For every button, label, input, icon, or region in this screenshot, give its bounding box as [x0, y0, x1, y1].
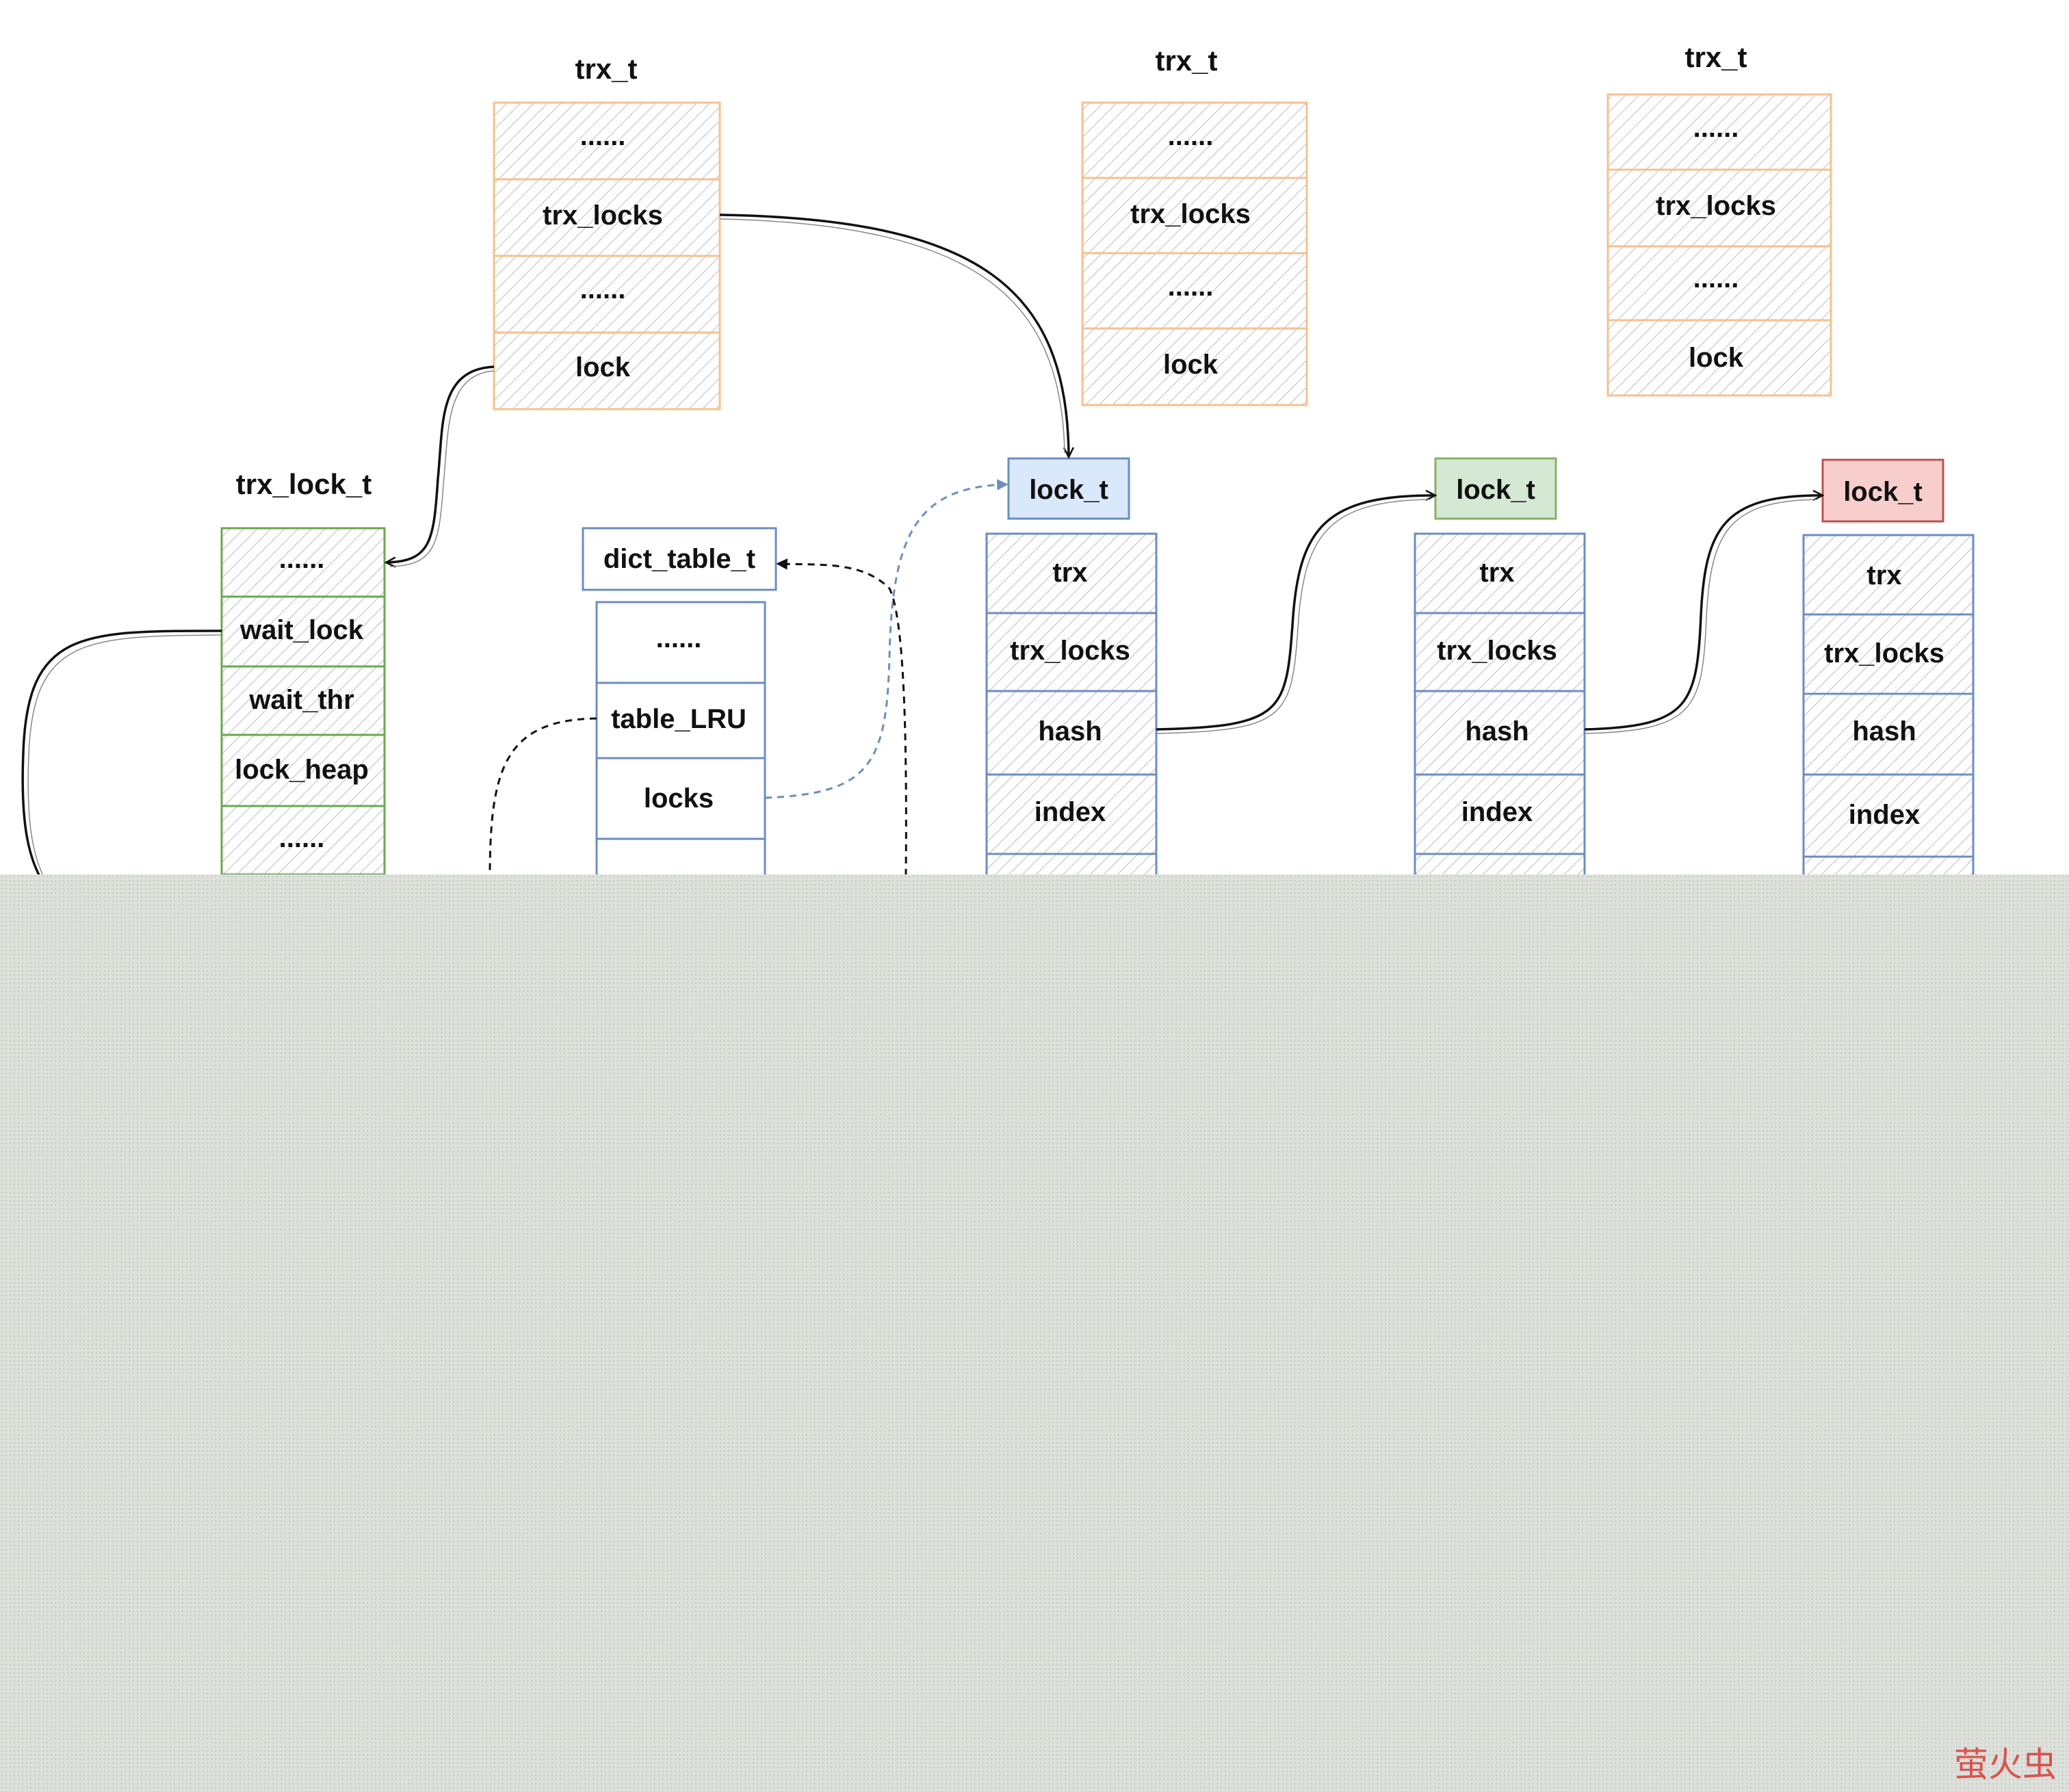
lock-cell-label: index	[1849, 800, 1920, 830]
lock-cell	[1802, 773, 1975, 858]
dict-table-cell	[595, 681, 766, 759]
lock-t-block-2: lock_t trx trx_locks hash index	[1414, 457, 1586, 924]
trx-cell	[1606, 319, 1832, 397]
lock-cell	[1802, 613, 1975, 695]
trx-lock-t-title: trx_lock_t	[236, 468, 372, 500]
lock-t-header	[1821, 458, 1944, 523]
dict-table-cell	[595, 757, 766, 840]
trx-lock-cell	[220, 733, 386, 807]
trx-lock-cell-label: wait_lock	[239, 615, 364, 645]
trx-cell-label: ......	[580, 274, 626, 304]
dict-table-header	[582, 527, 777, 591]
lock-cell	[1414, 612, 1586, 692]
trx-lock-t-block: trx_lock_t ...... wait_lock wait_thr loc…	[220, 468, 386, 876]
lock-cell	[985, 612, 1158, 692]
trx-lock-cell-label: lock_heap	[235, 755, 369, 785]
trx-cell-label: trx_locks	[1130, 199, 1251, 229]
trx-cell-label: lock	[575, 352, 631, 382]
lock-t-block-1: lock_t trx trx_locks hash index	[985, 457, 1158, 924]
lock-cell-label: hash	[1465, 716, 1528, 746]
trx-cell-label: ......	[1168, 272, 1214, 302]
dict-table-cell-label: locks	[644, 783, 714, 814]
trx-lock-cell-label: wait_thr	[248, 685, 354, 715]
connector-lock-to-trx-lock-t-shadow	[389, 370, 495, 567]
lock-cell-label: trx	[1866, 560, 1901, 590]
trx-cell	[1606, 168, 1832, 248]
trx-t-title: trx_t	[575, 53, 637, 85]
watermark-text: 萤火虫	[1954, 1745, 2057, 1784]
dict-table-cell	[595, 601, 766, 684]
trx-lock-cell-label: ......	[279, 823, 325, 853]
trx-cell	[493, 331, 721, 411]
lock-cell	[1802, 534, 1975, 616]
trx-t-title: trx_t	[1155, 44, 1217, 77]
lock-cell-label: trx_locks	[1010, 636, 1130, 666]
trx-cell-label: trx_locks	[543, 200, 663, 231]
trx-cell-label: ......	[1693, 263, 1739, 294]
trx-cell	[493, 255, 721, 334]
trx-cell	[1081, 177, 1308, 255]
lock-t-title: lock_t	[1029, 475, 1108, 505]
lock-cell-label: trx	[1479, 558, 1514, 588]
connector-to-dict-table	[776, 558, 907, 876]
trx-cell-label: ......	[1693, 113, 1739, 143]
connector-hash-1-to-lock-t-2-shadow	[1156, 499, 1431, 734]
connector-lock-to-trx-lock-t	[387, 365, 495, 562]
trx-t-title: trx_t	[1684, 41, 1747, 73]
trx-lock-cell-label: ......	[279, 544, 325, 574]
trx-cell-label: trx_locks	[1656, 191, 1776, 221]
trx-cell-label: ......	[1168, 121, 1214, 151]
lock-t-title: lock_t	[1456, 475, 1535, 505]
trx-t-block-3: trx_t ...... trx_locks ...... lock	[1606, 41, 1832, 397]
lock-cell	[985, 690, 1158, 776]
connector-table-lru	[489, 717, 597, 876]
lock-t-title: lock_t	[1843, 477, 1923, 507]
lock-cell	[1414, 773, 1586, 855]
trx-cell	[1081, 327, 1308, 406]
connector-hash-2-to-lock-t-3-shadow	[1584, 499, 1818, 734]
lock-cell-label: trx	[1052, 558, 1087, 588]
connector-hash-1-to-lock-t-2	[1156, 495, 1434, 731]
lock-cell-label: trx_locks	[1437, 636, 1557, 666]
lock-t-block-3: lock_t trx trx_locks hash index	[1802, 458, 1975, 926]
trx-lock-cell	[220, 595, 386, 668]
trx-cell	[1606, 245, 1832, 322]
dict-table-t-block: dict_table_t ...... table_LRU locks	[582, 527, 777, 916]
lock-cell-label: hash	[1852, 716, 1916, 746]
lock-cell-label: index	[1034, 797, 1106, 827]
trx-cell-label: lock	[1163, 350, 1219, 380]
lock-cell-label: hash	[1038, 716, 1102, 746]
connector-wait-lock-shadow	[27, 634, 222, 889]
lock-cell-label: index	[1461, 797, 1533, 827]
dict-table-title: dict_table_t	[603, 544, 755, 574]
connector-trx-locks-to-lock-t-shadow	[719, 218, 1065, 454]
trx-cell-label: lock	[1689, 343, 1744, 373]
connector-hash-2-to-lock-t-3	[1584, 495, 1821, 731]
trx-cell	[493, 178, 721, 257]
overlay-panel	[0, 874, 2069, 1792]
dict-table-cell-label: table_LRU	[611, 704, 746, 734]
trx-lock-cell	[220, 805, 386, 876]
connector-locks-to-lock-t	[764, 479, 1009, 799]
trx-t-block-2: trx_t ...... trx_locks ...... lock	[1081, 44, 1308, 406]
lock-t-header	[1007, 457, 1130, 520]
lock-cell	[985, 773, 1158, 855]
dict-table-cell-label: ......	[656, 623, 702, 653]
trx-cell-label: ......	[580, 121, 626, 151]
trx-cell	[493, 101, 721, 181]
trx-t-block-1: trx_t ...... trx_locks ...... lock	[493, 53, 721, 411]
connector-trx-locks-to-lock-t	[719, 213, 1069, 456]
connector-wait-lock	[21, 629, 222, 891]
lock-cell-label: trx_locks	[1824, 638, 1944, 668]
lock-t-header	[1434, 457, 1557, 520]
lock-cell	[1414, 532, 1586, 614]
lock-cell	[985, 532, 1158, 614]
